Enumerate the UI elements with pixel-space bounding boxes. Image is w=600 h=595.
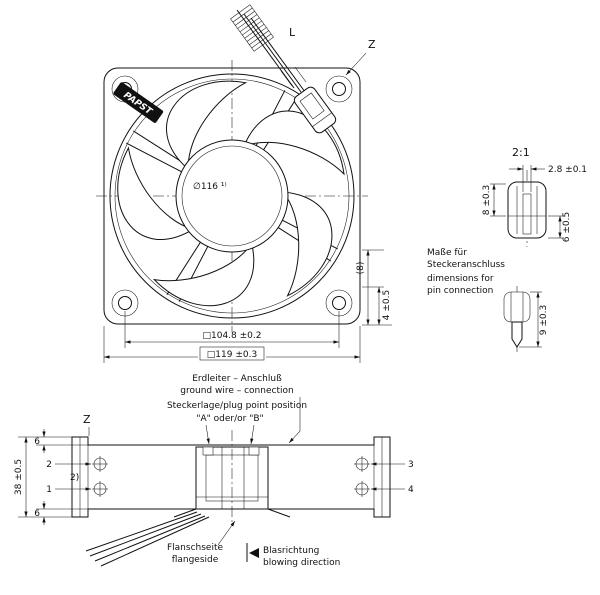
pin-base bbox=[503, 291, 531, 323]
front-view-dimensions: □104.8 ±0.2 □119 ±0.3 (8) 4 ±0.5 bbox=[103, 249, 392, 363]
ground-wire-label-en: ground wire – connection bbox=[180, 386, 293, 396]
ground-wires-bottom bbox=[85, 511, 210, 567]
detail-view: 2:1 2.8 ±0.1 8 ±0.3 6 ±0.5 Maße für Stec… bbox=[427, 146, 587, 352]
detail-caption-de-1: Maße für bbox=[427, 248, 467, 258]
dim-hole-spacing-label: □104.8 ±0.2 bbox=[203, 331, 262, 341]
detail-caption-en-2: pin connection bbox=[427, 286, 493, 296]
footnote-marker: 2) bbox=[70, 473, 79, 483]
plug-slot bbox=[522, 193, 532, 235]
ground-wire-label-de: Erdleiter – Anschluß bbox=[192, 374, 282, 384]
dim-right-inner-label: (8) bbox=[356, 262, 366, 275]
side-view: 2 1 3 4 2) Z 38 ±0.5 6 6 Erdleiter – Ans… bbox=[14, 374, 414, 568]
pin-label-3: 3 bbox=[408, 460, 414, 470]
airflow-label-en: blowing direction bbox=[263, 558, 340, 568]
impeller-hub-inner bbox=[181, 145, 283, 247]
dim-depth-label: 38 ±0.5 bbox=[14, 459, 24, 495]
impeller-hub bbox=[175, 139, 289, 253]
dim-plug-width-label: 2.8 ±0.1 bbox=[548, 165, 587, 175]
dim-pin-length-label: 9 ±0.3 bbox=[539, 305, 549, 335]
flange-side-label-de: Flanschseite bbox=[167, 543, 223, 553]
ground-wire-leader bbox=[288, 397, 301, 444]
view-z-arrow bbox=[345, 52, 367, 76]
venturi-inner-circle bbox=[114, 78, 350, 314]
plug-position-label: Steckerlage/plug point position bbox=[167, 401, 307, 411]
mounting-hole-top-right bbox=[332, 82, 346, 96]
fan-frame bbox=[103, 67, 361, 325]
plug-position-a bbox=[202, 446, 214, 456]
front-view: PAPST ∅116 ¹⁾ bbox=[96, 60, 368, 332]
airflow-label-de: Blasrichtung bbox=[263, 546, 319, 556]
detail-caption-de-2: Steckeranschluss bbox=[427, 260, 505, 270]
detail-caption-en-1: dimensions for bbox=[427, 274, 494, 284]
dim-flange-top-label: 6 bbox=[34, 437, 40, 447]
airflow-arrow-icon bbox=[249, 548, 259, 558]
lead-length-label: L bbox=[289, 26, 296, 39]
view-z-label-side: Z bbox=[83, 413, 91, 426]
dim-right-outer-label: 4 ±0.5 bbox=[382, 290, 392, 320]
side-mounting-holes bbox=[92, 456, 370, 497]
side-profile bbox=[71, 436, 391, 518]
plug-options-label: "A" oder/or "B" bbox=[196, 414, 263, 424]
dim-body-height-label: 8 ±0.3 bbox=[482, 185, 492, 215]
mounting-hole-bottom-left bbox=[118, 296, 132, 310]
pin-label-1: 1 bbox=[46, 485, 52, 495]
mounting-hole-bottom-right bbox=[332, 296, 346, 310]
dim-body-depth-label: 6 ±0.5 bbox=[562, 212, 572, 242]
dim-flange-bottom-label: 6 bbox=[34, 509, 40, 519]
plug-position-b bbox=[248, 446, 260, 456]
pin-label-2: 2 bbox=[46, 460, 52, 470]
lead-wires-top: L Z bbox=[230, 4, 376, 134]
impeller-diameter-label: ∅116 ¹⁾ bbox=[193, 182, 227, 192]
venturi-outer-circle bbox=[109, 73, 355, 319]
flat-pin bbox=[511, 321, 523, 348]
plug-connector bbox=[293, 86, 337, 134]
cable-break-hatch bbox=[230, 4, 274, 52]
dim-outer-square-label: □119 ±0.3 bbox=[207, 350, 257, 360]
view-z-label-top: Z bbox=[368, 38, 376, 51]
motor-block bbox=[173, 446, 291, 518]
detail-scale-label: 2:1 bbox=[512, 146, 530, 159]
pin-label-4: 4 bbox=[408, 485, 414, 495]
flange-side-label-en: flangeside bbox=[172, 555, 219, 565]
